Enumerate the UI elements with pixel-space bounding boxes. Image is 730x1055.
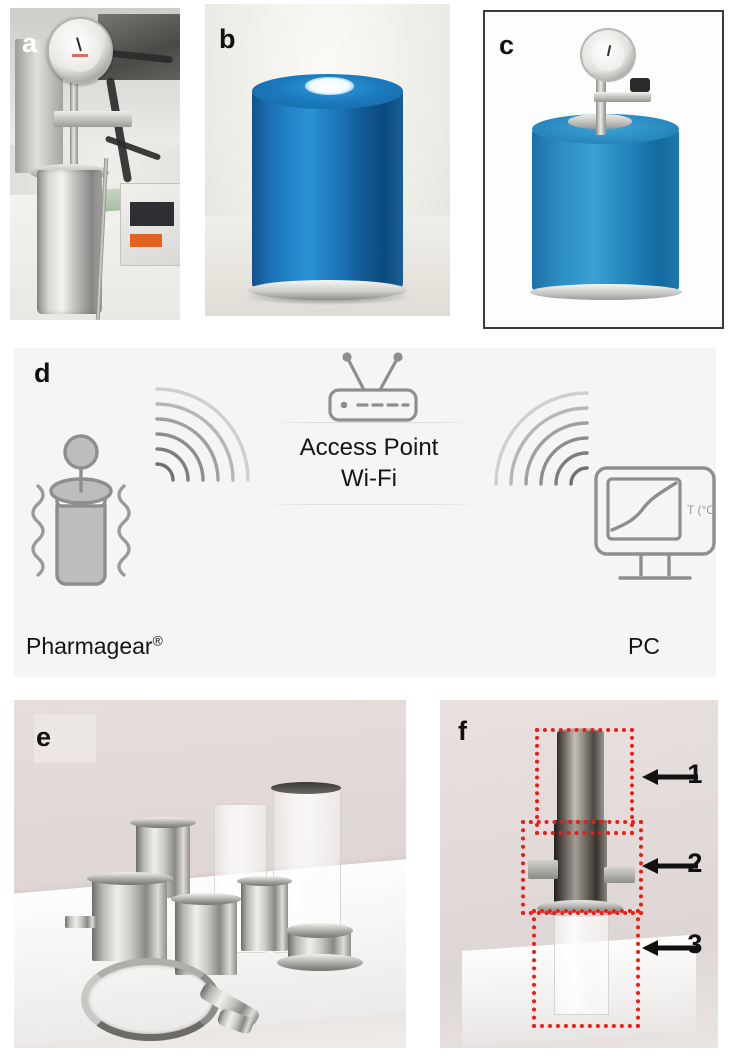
- panel-e-photo: e: [14, 700, 406, 1048]
- screen-axis-label: T (°C): [687, 503, 716, 517]
- gauge-dial-face: [59, 29, 101, 72]
- left-arrow-icon-2: [642, 857, 699, 874]
- panel-d-schematic: Access Point Wi-Fi: [14, 348, 716, 677]
- gauge-riser-tube: [596, 75, 606, 135]
- callout-number-2: 2: [687, 847, 703, 878]
- steel-tube-tall-flange: [129, 816, 197, 829]
- panel-label-d: d: [34, 358, 51, 388]
- pharmagear-label: Pharmagear: [26, 633, 153, 659]
- side-port-fitting: [64, 915, 97, 928]
- callout-number-3: 3: [687, 929, 703, 960]
- controller-display: [129, 201, 174, 226]
- callout-number-1: 1: [687, 758, 703, 789]
- panel-label-a: a: [22, 28, 38, 58]
- registered-trademark-symbol: ®: [152, 633, 163, 649]
- housing-base-ring: [530, 284, 682, 301]
- steel-pressure-vessel: [37, 170, 102, 314]
- panel-label-b: b: [219, 24, 236, 54]
- panel-label-e: e: [36, 722, 52, 752]
- panel-b-photo: b: [205, 4, 450, 316]
- panel-f-photo: 1 2 3 f: [440, 700, 718, 1048]
- top-specular-highlight: [305, 77, 355, 95]
- blue-housing-body: [532, 128, 680, 293]
- vibration-wave-icon-left: [31, 484, 45, 577]
- lab-controller-box: [120, 182, 180, 266]
- pc-caption: PC: [628, 633, 660, 659]
- panel-label-f: f: [458, 716, 467, 746]
- wifi-router-icon: [328, 352, 418, 422]
- access-point-line1: Access Point: [299, 434, 439, 461]
- panel-a-photo: a: [10, 8, 180, 320]
- reactor-port-left: [527, 860, 559, 880]
- panel-label-c: c: [499, 30, 515, 60]
- highlight-box-2: [520, 820, 643, 916]
- pc-monitor-icon: T (°C): [594, 466, 716, 580]
- pressure-gauge: [579, 27, 636, 83]
- vibration-wave-icon-right: [117, 484, 131, 577]
- pharmagear-caption: Pharmagear®: [26, 632, 256, 662]
- highlight-box-1: [534, 727, 635, 835]
- reactor-port-right: [604, 867, 635, 883]
- access-point-line2: Wi-Fi: [341, 465, 397, 493]
- gauge-needle: [607, 45, 612, 57]
- reactor-upper-tube: [556, 731, 604, 826]
- left-arrow-icon-3: [642, 939, 699, 956]
- gauge-needle: [75, 37, 82, 52]
- highlight-box-3: [531, 908, 640, 1029]
- device-base-ring: [247, 280, 408, 301]
- tee-fitting: [594, 92, 651, 103]
- wifi-signal-arcs-icon-right: [494, 391, 589, 486]
- steel-cup-small-flange: [237, 875, 293, 887]
- filter-disc-base-plate: [276, 954, 363, 972]
- steel-cup-small: [241, 880, 289, 951]
- cross-fitting: [54, 110, 133, 127]
- pressure-gauge: [47, 17, 113, 84]
- glass-cylinder-top-ring: [270, 781, 342, 794]
- gauge-dial-face: [591, 38, 625, 72]
- access-point-caption: Access Point Wi-Fi: [264, 432, 474, 494]
- blue-cylinder-body: [251, 88, 404, 292]
- reactor-glass-cylinder: [553, 912, 609, 1016]
- steel-vessel-medium: [174, 898, 238, 975]
- steel-vessel-medium-flange: [170, 893, 242, 905]
- divider-upper: [262, 422, 480, 423]
- gauge-red-marks: [71, 53, 89, 57]
- controller-orange-strip: [129, 234, 162, 247]
- filter-disc-top: [286, 922, 354, 939]
- left-arrow-icon-1: [642, 769, 699, 786]
- tri-clamp-ring: [80, 957, 221, 1042]
- panel-label-e-backdrop: [33, 713, 97, 763]
- reactor-vessel-icon: [31, 434, 131, 586]
- steel-vessel-large-flange: [86, 872, 173, 885]
- panel-c-photo: c: [483, 10, 724, 329]
- divider-lower: [262, 504, 480, 505]
- wifi-signal-arcs-icon-left: [155, 387, 250, 482]
- steel-vessel-large: [92, 877, 167, 961]
- needle-valve-knob: [629, 78, 650, 93]
